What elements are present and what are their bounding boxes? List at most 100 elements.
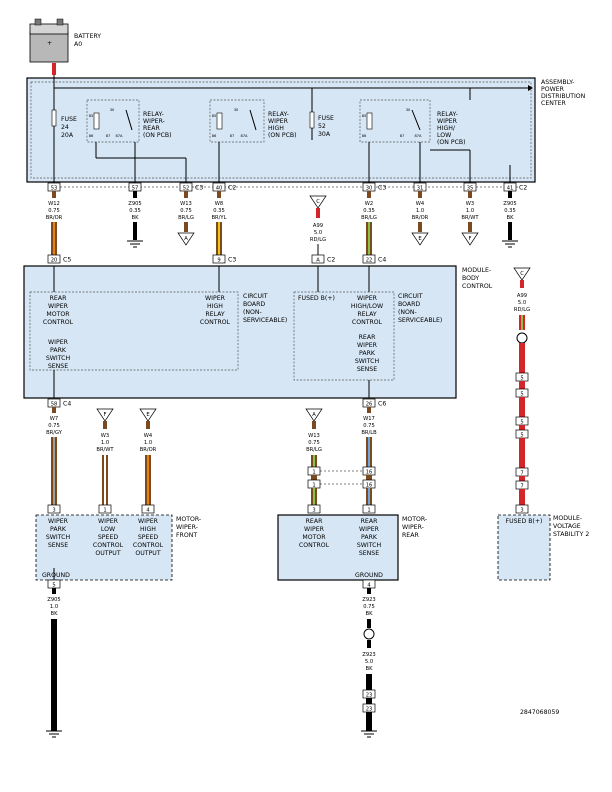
offpage-e: E (418, 236, 421, 242)
svg-text:Z905: Z905 (128, 201, 141, 207)
svg-text:BOARD: BOARD (243, 301, 265, 308)
svg-text:W12: W12 (48, 201, 60, 207)
svg-text:87: 87 (400, 134, 405, 138)
svg-text:C3: C3 (378, 185, 386, 192)
svg-text:RD/LG: RD/LG (310, 237, 326, 243)
svg-text:C2: C2 (519, 185, 527, 192)
relay-hl-l2: WIPER (437, 118, 458, 125)
svg-text:86: 86 (362, 134, 367, 138)
svg-text:SERVICEABLE): SERVICEABLE) (398, 317, 442, 324)
svg-text:1: 1 (103, 508, 106, 514)
svg-text:0.35: 0.35 (213, 208, 225, 214)
svg-text:53: 53 (51, 186, 58, 192)
svg-text:30: 30 (110, 108, 115, 112)
pdc-pins: 53 57 52 C3 40 C2 30 C3 31 35 41 C2 (47, 182, 527, 192)
svg-text:C3: C3 (195, 185, 203, 192)
pdc-title-2: POWER (541, 86, 565, 93)
svg-text:CONTROL: CONTROL (299, 542, 330, 549)
svg-text:1.0: 1.0 (50, 604, 58, 610)
svg-text:A: A (312, 412, 316, 418)
svg-text:CONTROL: CONTROL (352, 319, 383, 326)
svg-text:WIPER: WIPER (138, 518, 159, 525)
svg-text:3: 3 (312, 508, 315, 514)
svg-text:C3: C3 (228, 257, 236, 264)
svg-text:WIPER-: WIPER- (402, 524, 424, 531)
relay-rear-l2: WIPER- (143, 118, 165, 125)
svg-text:W4: W4 (144, 433, 153, 439)
svg-text:C6: C6 (378, 401, 386, 408)
svg-text:1.0: 1.0 (416, 208, 424, 214)
svg-text:87A: 87A (240, 134, 248, 138)
svg-text:W8: W8 (215, 201, 223, 207)
svg-text:BK: BK (51, 611, 59, 617)
motor-wiper-rear: MOTOR- WIPER- REAR REAR WIPER MOTOR CONT… (277, 514, 427, 581)
svg-text:7: 7 (520, 484, 523, 490)
svg-text:BK: BK (507, 215, 515, 221)
svg-text:CONTROL: CONTROL (93, 542, 124, 549)
svg-text:SENSE: SENSE (48, 363, 68, 370)
svg-text:CIRCUIT: CIRCUIT (398, 293, 423, 300)
svg-text:20: 20 (51, 258, 58, 264)
svg-text:MOTOR-: MOTOR- (176, 516, 201, 523)
svg-text:W2: W2 (365, 201, 373, 207)
svg-text:BR/WT: BR/WT (96, 447, 114, 453)
svg-text:WIPER: WIPER (304, 526, 325, 533)
relay-rear-l3: REAR (143, 125, 160, 132)
svg-text:C5: C5 (63, 257, 71, 264)
svg-text:22: 22 (366, 258, 373, 264)
svg-text:1: 1 (312, 470, 315, 476)
svg-text:WIPER: WIPER (357, 295, 378, 302)
svg-text:7: 7 (520, 471, 523, 477)
svg-text:5: 5 (520, 420, 523, 426)
svg-text:C4: C4 (378, 257, 386, 264)
svg-text:PARK: PARK (50, 347, 67, 354)
svg-text:SENSE: SENSE (357, 366, 377, 373)
battery-label: BATTERY (74, 33, 101, 40)
battery: + BATTERY A0 (29, 18, 101, 75)
svg-text:85: 85 (89, 114, 94, 118)
svg-text:HIGH/LOW: HIGH/LOW (351, 303, 383, 310)
svg-text:57: 57 (132, 186, 139, 192)
fuse24-l1: FUSE (61, 116, 77, 123)
mid-wires: W7 0.75 BR/GY F W3 1.0 BR/WT E W4 1.0 BR… (46, 267, 531, 505)
svg-text:(NON-: (NON- (398, 309, 417, 316)
svg-text:WIPER: WIPER (98, 518, 119, 525)
svg-text:REAR: REAR (50, 295, 67, 302)
svg-text:SWITCH: SWITCH (355, 358, 380, 365)
offpage-a: A (184, 236, 188, 242)
svg-text:SWITCH: SWITCH (357, 542, 382, 549)
svg-text:CONTROL: CONTROL (133, 542, 164, 549)
fuse52-l1: FUSE (318, 115, 334, 122)
svg-text:35: 35 (467, 186, 474, 192)
svg-text:+: + (47, 40, 52, 47)
svg-text:0.35: 0.35 (129, 208, 141, 214)
relay-high-l1: RELAY- (268, 111, 289, 118)
svg-text:BR/LG: BR/LG (306, 447, 322, 453)
svg-text:40: 40 (216, 186, 223, 192)
relay-hl-l1: RELAY- (437, 111, 458, 118)
svg-text:5.0: 5.0 (314, 230, 322, 236)
svg-text:BOARD: BOARD (398, 301, 420, 308)
svg-text:1.0: 1.0 (144, 440, 152, 446)
relay-hl-l5: (ON PCB) (437, 139, 466, 146)
svg-text:HIGH: HIGH (140, 526, 156, 533)
svg-text:REAR: REAR (306, 518, 323, 525)
offpage-c: C (316, 199, 320, 205)
svg-text:W3: W3 (466, 201, 474, 207)
pdc-title-4: CENTER (541, 100, 567, 107)
svg-text:3: 3 (520, 508, 523, 514)
svg-text:BK: BK (366, 666, 374, 672)
battery-id: A0 (74, 41, 82, 48)
svg-text:C: C (520, 271, 524, 277)
svg-text:52: 52 (183, 186, 190, 192)
svg-text:Z905: Z905 (47, 597, 60, 603)
svg-text:0.75: 0.75 (180, 208, 192, 214)
svg-text:4: 4 (146, 508, 150, 514)
svg-text:SWITCH: SWITCH (46, 534, 71, 541)
svg-text:58: 58 (51, 402, 58, 408)
svg-text:87A: 87A (115, 134, 123, 138)
svg-text:FUSED B(+): FUSED B(+) (506, 518, 543, 525)
svg-text:85: 85 (212, 114, 217, 118)
svg-text:30: 30 (366, 186, 373, 192)
document-id: 2847068059 (520, 709, 559, 716)
